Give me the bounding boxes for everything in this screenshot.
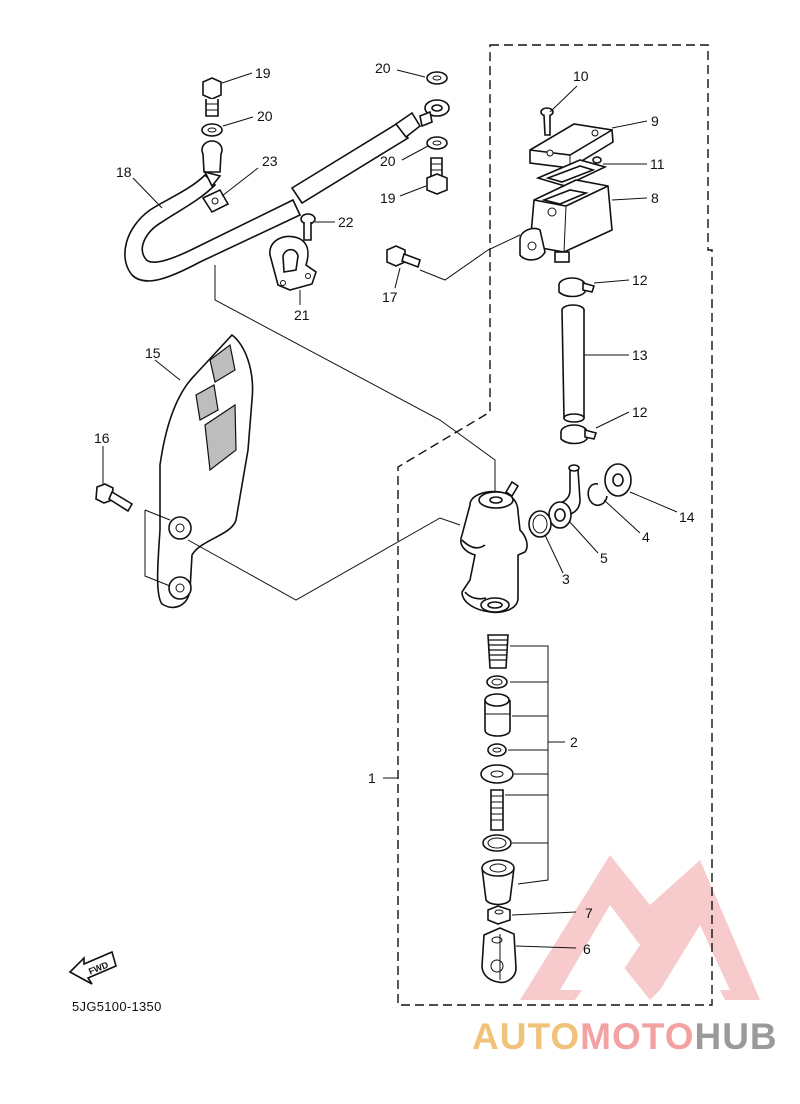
callout-17: 17 xyxy=(382,289,398,305)
screw-10 xyxy=(540,107,554,136)
cap-14 xyxy=(604,463,632,497)
reservoir xyxy=(519,179,613,263)
watermark-part-1: AUTO xyxy=(472,1016,581,1057)
bolt-17 xyxy=(386,245,421,269)
clevis-6 xyxy=(481,927,517,984)
brake-hose xyxy=(124,99,450,282)
callout-18: 18 xyxy=(116,164,132,180)
reservoir-hose xyxy=(561,304,585,423)
callout-16: 16 xyxy=(94,430,110,446)
leader-lines xyxy=(102,69,678,949)
union-bolt-right xyxy=(426,157,448,195)
callout-1: 1 xyxy=(368,770,376,786)
callout-2: 2 xyxy=(570,734,578,750)
callout-labels: 19 20 20 20 19 23 18 22 21 17 10 9 11 8 … xyxy=(94,60,695,957)
hose-joint xyxy=(548,464,581,529)
bolt-16 xyxy=(95,483,134,513)
callout-7: 7 xyxy=(585,905,593,921)
hose-holder xyxy=(269,235,317,291)
fwd-arrow: FWD xyxy=(68,950,117,985)
nut-7 xyxy=(487,905,511,925)
diaphragm xyxy=(535,156,608,187)
watermark-part-2: MOTO xyxy=(580,1016,695,1057)
union-bolt-top xyxy=(202,77,222,117)
callout-10: 10 xyxy=(573,68,589,84)
callout-20-top-left: 20 xyxy=(257,108,273,124)
callout-20-mid: 20 xyxy=(380,153,396,169)
callout-22: 22 xyxy=(338,214,354,230)
reservoir-cap xyxy=(529,123,614,169)
master-cylinder-body xyxy=(460,480,528,614)
piston-kit xyxy=(480,634,515,906)
watermark-logo-shape xyxy=(520,855,760,1000)
callout-21: 21 xyxy=(294,307,310,323)
assembly-boundary xyxy=(397,44,713,1006)
callout-14: 14 xyxy=(679,509,695,525)
callout-20-top-right: 20 xyxy=(375,60,391,76)
watermark-text: AUTOMOTOHUB xyxy=(472,1016,778,1058)
diagram-code: 5JG5100-1350 xyxy=(72,999,162,1014)
callout-8: 8 xyxy=(651,190,659,206)
connection-lines xyxy=(144,234,521,601)
callout-15: 15 xyxy=(145,345,161,361)
callout-11: 11 xyxy=(650,156,665,172)
circlip xyxy=(587,483,608,506)
callout-12-top: 12 xyxy=(632,272,648,288)
callout-9: 9 xyxy=(651,113,659,129)
callout-3: 3 xyxy=(562,571,570,587)
hose-clamp-bottom xyxy=(560,424,598,445)
hose-clamp-top xyxy=(558,277,596,298)
heel-guard xyxy=(156,333,254,609)
callout-13: 13 xyxy=(632,347,648,363)
callout-19-top: 19 xyxy=(255,65,271,81)
watermark-part-3: HUB xyxy=(694,1016,778,1057)
callout-12-bottom: 12 xyxy=(632,404,648,420)
callout-23: 23 xyxy=(262,153,278,169)
screw-22 xyxy=(300,213,316,241)
callout-19-right: 19 xyxy=(380,190,396,206)
callout-6: 6 xyxy=(583,941,591,957)
callout-4: 4 xyxy=(642,529,650,545)
callout-5: 5 xyxy=(600,550,608,566)
